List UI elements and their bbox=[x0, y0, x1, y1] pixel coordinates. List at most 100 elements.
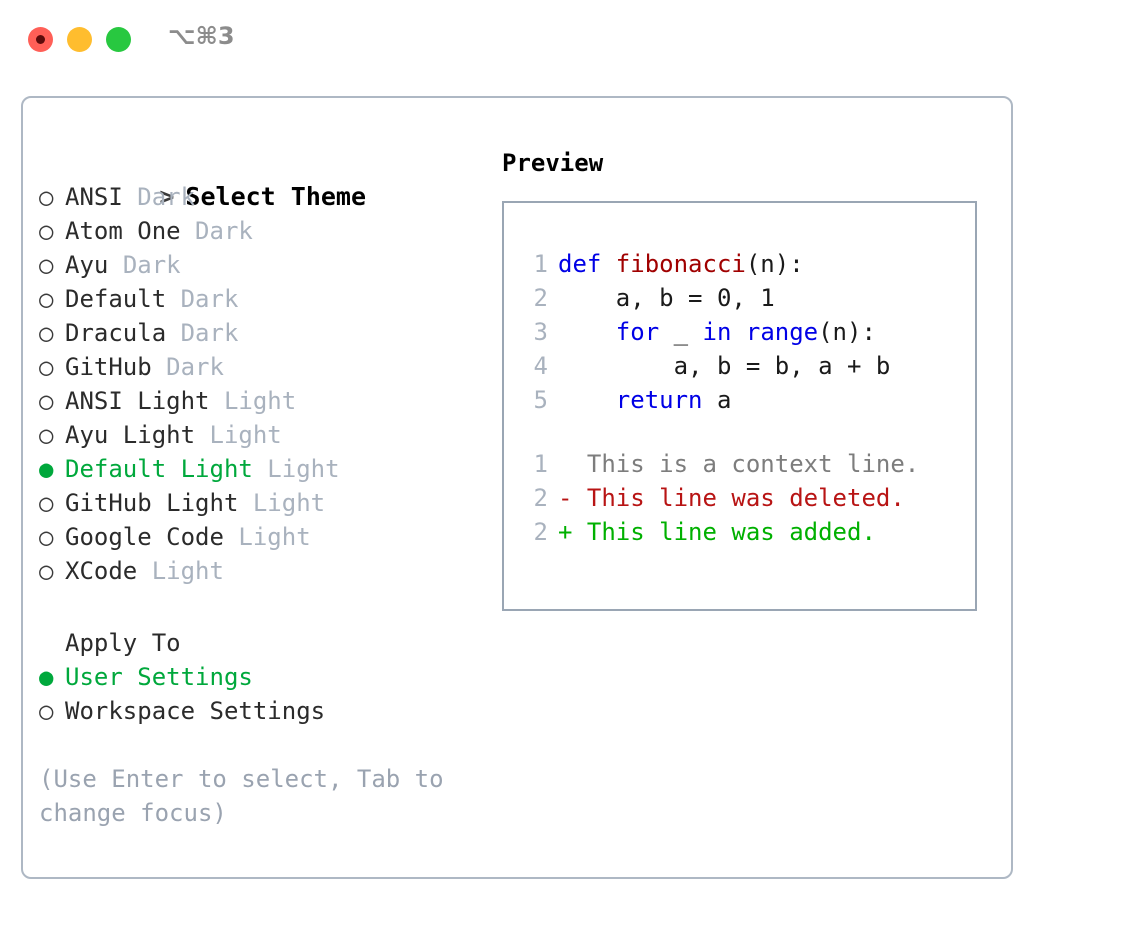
code-line: 1 def fibonacci(n): bbox=[504, 247, 975, 281]
radio-unselected-icon: ○ bbox=[39, 353, 54, 381]
diff-line: 2- This line was deleted. bbox=[504, 481, 975, 515]
theme-option-row[interactable]: ○GitHub Light Light bbox=[39, 486, 509, 520]
theme-option-row[interactable]: ● Default Light Light bbox=[39, 452, 509, 486]
theme-option-name: Dracula bbox=[65, 319, 167, 347]
code-line: 5 return a bbox=[504, 383, 975, 417]
theme-option-name: Ayu bbox=[65, 251, 109, 279]
apply-to-option-row[interactable]: ● User Settings bbox=[39, 660, 509, 694]
theme-mode-tag: Light bbox=[252, 489, 326, 517]
help-text: (Use Enter to select, Tab to change focu… bbox=[39, 765, 444, 827]
code-token: a bbox=[702, 386, 732, 414]
theme-mode-tag: Dark bbox=[195, 217, 253, 245]
preview-heading: Preview bbox=[502, 149, 604, 177]
theme-option-row[interactable]: ○ Google Code Light bbox=[39, 520, 509, 554]
radio-unselected-icon: ○ bbox=[39, 251, 54, 279]
diff-marker: - bbox=[558, 484, 573, 512]
code-token: (n): bbox=[745, 250, 804, 278]
line-number: 2 bbox=[533, 284, 548, 312]
code-token: a, b = b, a + b bbox=[558, 352, 891, 380]
theme-mode-tag: Dark bbox=[122, 251, 181, 279]
diff-sample: 1 This is a context line.2- This line wa… bbox=[504, 447, 975, 549]
theme-mode-tag: Dark bbox=[137, 183, 196, 211]
radio-unselected-icon: ○ bbox=[39, 183, 54, 211]
code-token: a, b = 0, 1 bbox=[558, 284, 775, 312]
theme-mode-tag: Dark bbox=[180, 285, 239, 313]
theme-option-name: Ayu Light bbox=[65, 421, 196, 449]
theme-option-list: ○ANSI Dark○Atom One Dark○Ayu Dark○Defaul… bbox=[39, 180, 509, 588]
theme-option-row[interactable]: ○Default Dark bbox=[39, 282, 509, 316]
theme-option-row[interactable]: ○ GitHub Dark bbox=[39, 350, 509, 384]
diff-line: 1 This is a context line. bbox=[504, 447, 975, 481]
maximize-window-button[interactable] bbox=[106, 27, 131, 52]
title-bar: ⌥⌘3 bbox=[0, 0, 1140, 78]
radio-unselected-icon: ○ bbox=[39, 489, 54, 517]
theme-option-row[interactable]: ○ ANSI Dark bbox=[39, 180, 509, 214]
theme-option-row[interactable]: ○ Atom One Dark bbox=[39, 214, 509, 248]
theme-option-name: Google Code bbox=[65, 523, 224, 551]
line-number: 2 bbox=[533, 484, 548, 512]
theme-mode-tag: Dark bbox=[166, 353, 224, 381]
line-number: 4 bbox=[533, 352, 548, 380]
diff-marker: + bbox=[558, 518, 573, 546]
radio-unselected-icon: ○ bbox=[39, 557, 54, 585]
code-token: return bbox=[558, 386, 703, 414]
theme-option-row[interactable]: ○ Ayu Light Light bbox=[39, 418, 509, 452]
apply-to-option-name: Workspace Settings bbox=[65, 697, 326, 725]
radio-unselected-icon: ○ bbox=[39, 387, 54, 415]
code-diff-gap bbox=[504, 417, 975, 447]
theme-option-row[interactable]: ○ Dracula Dark bbox=[39, 316, 509, 350]
code-token: _ bbox=[659, 318, 703, 346]
radio-unselected-icon: ○ bbox=[39, 523, 54, 551]
diff-line: 2 + This line was added. bbox=[504, 515, 975, 549]
radio-unselected-icon: ○ bbox=[39, 319, 54, 347]
theme-option-name: GitHub bbox=[65, 353, 152, 381]
apply-to-option-row[interactable]: ○Workspace Settings bbox=[39, 694, 509, 728]
radio-unselected-icon: ○ bbox=[39, 421, 54, 449]
theme-list-header: >Select Theme bbox=[39, 146, 509, 211]
theme-list-column: >Select Theme ○ ANSI Dark ○ Atom One Dark ○ A… bbox=[39, 146, 509, 830]
code-token: fibonacci bbox=[615, 250, 746, 278]
theme-selector-panel: >Select Theme ○ ANSI Dark ○ Atom One Dark ○ A… bbox=[21, 96, 1013, 879]
line-number: 1 bbox=[533, 450, 548, 478]
line-number: 3 bbox=[533, 318, 548, 346]
code-line: 4 a, b = b, a + b bbox=[504, 349, 975, 383]
theme-option-row[interactable]: ○ Ayu Dark bbox=[39, 248, 509, 282]
theme-option-name: Default Light bbox=[65, 455, 253, 483]
theme-option-name: Atom One bbox=[65, 217, 181, 245]
line-number: 5 bbox=[533, 386, 548, 414]
radio-selected-icon: ● bbox=[39, 455, 54, 483]
theme-mode-tag: Light bbox=[209, 421, 282, 449]
theme-mode-tag: Light bbox=[238, 523, 311, 551]
code-token: def bbox=[558, 250, 616, 278]
code-token: for bbox=[558, 318, 660, 346]
radio-selected-icon: ● bbox=[39, 663, 54, 691]
line-number: 1 bbox=[533, 250, 548, 278]
theme-option-name: ANSI Light bbox=[65, 387, 210, 415]
radio-unselected-icon: ○ bbox=[39, 285, 54, 313]
code-line: 2 a, b = 0, 1 bbox=[504, 281, 975, 315]
radio-unselected-icon: ○ bbox=[39, 217, 54, 245]
apply-to-option-list: ● User Settings ○Workspace Settings bbox=[39, 660, 509, 728]
theme-option-name: ANSI bbox=[65, 183, 123, 211]
minimize-window-button[interactable] bbox=[67, 27, 92, 52]
diff-text: This line was added. bbox=[572, 518, 876, 546]
theme-mode-tag: Light bbox=[223, 387, 297, 415]
line-number: 2 bbox=[533, 518, 548, 546]
apply-to-option-name: User Settings bbox=[65, 663, 253, 691]
code-token: (n): bbox=[818, 318, 876, 346]
theme-option-row[interactable]: ○ XCode Light bbox=[39, 554, 509, 588]
theme-mode-tag: Light bbox=[151, 557, 224, 585]
theme-mode-tag: Light bbox=[267, 455, 340, 483]
code-token: in range bbox=[702, 318, 819, 346]
code-line: 3 for _ in range(n): bbox=[504, 315, 975, 349]
theme-option-name: XCode bbox=[65, 557, 138, 585]
close-window-button[interactable] bbox=[28, 27, 53, 52]
theme-mode-tag: Dark bbox=[180, 319, 239, 347]
theme-option-row[interactable]: ○ ANSI Light Light bbox=[39, 384, 509, 418]
section-spacer bbox=[39, 588, 509, 626]
diff-text: This line was deleted. bbox=[572, 484, 905, 512]
diff-text: This is a context line. bbox=[572, 450, 920, 478]
